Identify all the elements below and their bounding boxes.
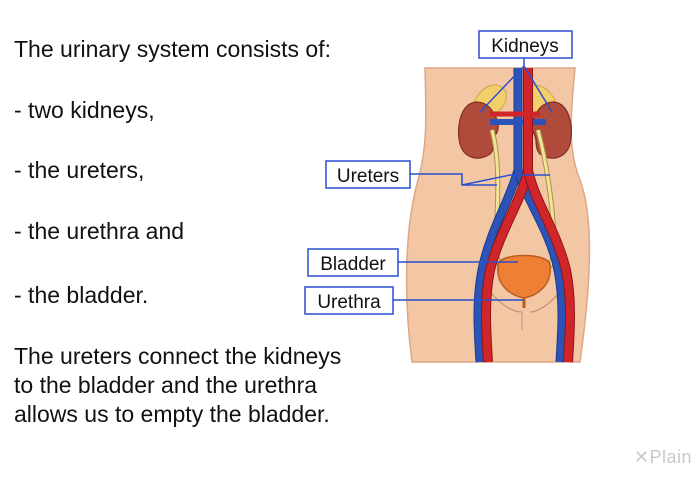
ureters-label: Ureters (337, 166, 399, 187)
intro-text: The urinary system consists of: (14, 36, 331, 62)
kidneys-label-box (478, 30, 573, 59)
bladder-label: Bladder (320, 254, 386, 275)
vena-cava (474, 68, 522, 363)
list-item-urethra: - the urethra and (14, 218, 185, 244)
bladder-label-box (307, 248, 399, 277)
watermark-text: Plain (649, 447, 692, 467)
aorta-branch (524, 169, 574, 363)
conclusion-line: allows us to empty the bladder. (14, 401, 330, 427)
urethra-label: Urethra (317, 292, 381, 313)
kidneys-label: Kidneys (491, 36, 559, 57)
conclusion-line: The ureters connect the kidneys (14, 343, 342, 369)
aorta (482, 68, 532, 363)
conclusion-line: to the bladder and the urethra (14, 372, 318, 398)
list-item-bladder: - the bladder. (14, 282, 149, 308)
list-item-ureters: - the ureters, (14, 157, 145, 183)
x-plain-watermark: ✕Plain (634, 447, 692, 468)
kidneys-pointer (479, 58, 553, 113)
vena-cava-branch (514, 169, 566, 363)
ureters-pointer (410, 173, 550, 186)
x-plain-logo-icon: ✕ (633, 447, 650, 467)
list-item-kidneys: - two kidneys, (14, 97, 155, 123)
urinary-system-illustration: Kidneys Ureters Bladder Urethra (304, 30, 591, 363)
bladder-organ (497, 254, 551, 299)
urethra-label-box (304, 286, 394, 315)
conclusion-paragraph: The ureters connect the kidneys to the b… (14, 342, 341, 429)
